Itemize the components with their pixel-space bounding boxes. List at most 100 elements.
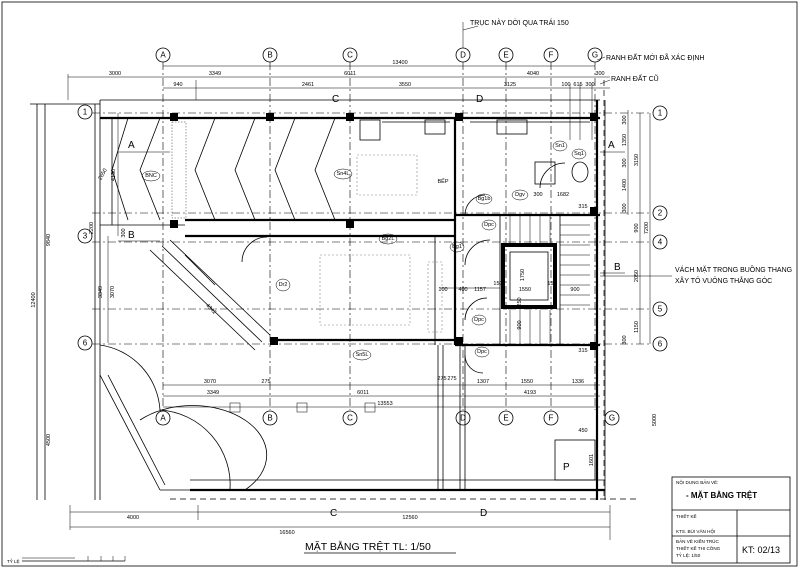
svg-text:6: 6 bbox=[658, 340, 663, 349]
svg-text:4: 4 bbox=[658, 238, 663, 247]
svg-text:2200: 2200 bbox=[89, 222, 95, 234]
svg-text:6011: 6011 bbox=[357, 390, 369, 396]
tag: Dr2 bbox=[275, 278, 291, 292]
note-old-boundary: RANH ĐẤT CŨ bbox=[611, 73, 659, 83]
grid-bubble-6: 6 bbox=[77, 335, 93, 351]
svg-text:250: 250 bbox=[517, 297, 523, 306]
svg-text:4193: 4193 bbox=[524, 390, 536, 396]
svg-text:Sn1: Sn1 bbox=[555, 143, 565, 149]
grid-bubble-b: B bbox=[262, 47, 278, 63]
note-axis-shift: TRỤC NÀY DỜI QUA TRÁI 150 bbox=[470, 18, 569, 27]
stair-core bbox=[241, 162, 590, 374]
svg-text:300: 300 bbox=[121, 228, 127, 237]
svg-text:A: A bbox=[160, 51, 166, 60]
svg-text:Bg1: Bg1 bbox=[452, 244, 462, 250]
tag: Sn4L bbox=[333, 168, 353, 180]
svg-text:16560: 16560 bbox=[279, 530, 294, 536]
svg-text:Bg2L: Bg2L bbox=[382, 236, 395, 242]
title-block: NỘI DUNG BẢN VẼ: - MẶT BẰNG TRỆT THIẾT K… bbox=[671, 476, 791, 564]
grid-bubble-e: E bbox=[498, 410, 514, 426]
svg-text:13400: 13400 bbox=[392, 60, 407, 66]
svg-text:C: C bbox=[347, 414, 353, 423]
grid-bubble-c: C bbox=[342, 47, 358, 63]
grid-bubbles-top: A B C D E F G bbox=[155, 47, 603, 63]
svg-text:BNC: BNC bbox=[145, 173, 157, 179]
svg-text:KTS. BÙI VĂN HỘI: KTS. BÙI VĂN HỘI bbox=[676, 528, 715, 534]
tag: Sq1 bbox=[571, 148, 587, 160]
svg-text:Dpc: Dpc bbox=[484, 222, 494, 228]
grid-bubble-b: B bbox=[262, 410, 278, 426]
svg-text:A: A bbox=[608, 140, 615, 151]
svg-text:1750: 1750 bbox=[520, 269, 526, 281]
svg-text:5000: 5000 bbox=[652, 414, 658, 426]
note-new-boundary: RANH ĐẤT MỚI ĐÃ XÁC ĐỊNH bbox=[606, 52, 704, 62]
tag: Dgv bbox=[511, 189, 529, 201]
svg-text:615: 615 bbox=[573, 82, 582, 88]
svg-text:3349: 3349 bbox=[209, 71, 221, 77]
svg-text:B: B bbox=[128, 230, 135, 241]
svg-text:275: 275 bbox=[437, 376, 446, 382]
svg-text:5: 5 bbox=[658, 305, 663, 314]
svg-text:D: D bbox=[480, 508, 487, 519]
svg-text:1550: 1550 bbox=[521, 379, 533, 385]
tag: Dpc bbox=[481, 219, 497, 231]
svg-text:1350: 1350 bbox=[622, 134, 628, 146]
svg-text:275: 275 bbox=[261, 379, 270, 385]
svg-text:D: D bbox=[476, 94, 483, 105]
grid-bubble-g: G bbox=[587, 47, 603, 63]
svg-text:900: 900 bbox=[570, 287, 579, 293]
svg-text:E: E bbox=[503, 414, 508, 423]
svg-text:1150: 1150 bbox=[634, 321, 640, 333]
grid-bubble-a: A bbox=[155, 410, 171, 426]
svg-text:D: D bbox=[460, 51, 466, 60]
svg-text:4130: 4130 bbox=[111, 169, 117, 181]
svg-text:Dr2: Dr2 bbox=[279, 282, 288, 288]
svg-text:3070: 3070 bbox=[110, 286, 116, 298]
right-dimensions: 300 1350 300 1400 300 3150 7200 900 2050… bbox=[622, 110, 658, 426]
grid-bubbles-bottom: A B C D E F G bbox=[155, 410, 620, 426]
svg-text:150: 150 bbox=[493, 281, 502, 287]
svg-text:12560: 12560 bbox=[402, 515, 417, 521]
svg-text:940: 940 bbox=[173, 82, 182, 88]
svg-text:3349: 3349 bbox=[207, 390, 219, 396]
svg-text:100: 100 bbox=[561, 82, 570, 88]
tag: Sn5L bbox=[352, 349, 372, 361]
svg-text:900: 900 bbox=[634, 223, 640, 232]
svg-text:4500: 4500 bbox=[46, 434, 52, 446]
svg-text:C: C bbox=[347, 51, 353, 60]
room-label-kitchen: BẾP bbox=[437, 178, 448, 185]
svg-text:Dpc: Dpc bbox=[474, 317, 484, 323]
svg-text:275: 275 bbox=[447, 376, 456, 382]
tag: Bg1b bbox=[475, 193, 493, 205]
element-tags: BNC Sn4L Bg2L Bg1 Dpc Bg1b Dgv Sn1 Sq1 D… bbox=[141, 140, 587, 361]
svg-text:1307: 1307 bbox=[477, 379, 489, 385]
note-stair-wall-2: XÂY TÔ VUÔNG THẲNG GÓC bbox=[675, 276, 772, 285]
tag: Dpc bbox=[474, 346, 490, 358]
grid-bubbles-left: 1 3 6 bbox=[77, 104, 93, 351]
svg-text:3150: 3150 bbox=[634, 154, 640, 166]
svg-text:3000: 3000 bbox=[109, 71, 121, 77]
grid-bubble-f: F bbox=[543, 47, 559, 63]
svg-text:300: 300 bbox=[622, 158, 628, 167]
svg-text:B: B bbox=[614, 262, 621, 273]
svg-text:G: G bbox=[609, 414, 615, 423]
tag: Bg2L bbox=[378, 233, 398, 245]
terrace-pattern bbox=[111, 117, 336, 221]
svg-text:THIẾT KẾ THI CÔNG: THIẾT KẾ THI CÔNG bbox=[676, 545, 721, 551]
svg-text:C: C bbox=[330, 508, 337, 519]
svg-text:1: 1 bbox=[658, 109, 663, 118]
grid-bubble-c: C bbox=[342, 410, 358, 426]
grid-bubble-a: A bbox=[155, 47, 171, 63]
grid-bubble-f: F bbox=[543, 410, 559, 426]
svg-text:4040: 4040 bbox=[527, 71, 539, 77]
svg-text:- MẶT BẰNG TRỆT: - MẶT BẰNG TRỆT bbox=[686, 491, 757, 500]
scale-bar: TỶ LỆ bbox=[7, 556, 126, 564]
bottom-dimensions: 3070 275 275 275 1307 1550 1336 3349 601… bbox=[69, 376, 611, 540]
grid-bubble-d: D bbox=[455, 47, 471, 63]
svg-text:13553: 13553 bbox=[377, 401, 392, 407]
svg-text:300: 300 bbox=[622, 335, 628, 344]
svg-text:3550: 3550 bbox=[399, 82, 411, 88]
svg-text:Sn5L: Sn5L bbox=[356, 352, 369, 358]
svg-text:1601: 1601 bbox=[589, 454, 595, 466]
